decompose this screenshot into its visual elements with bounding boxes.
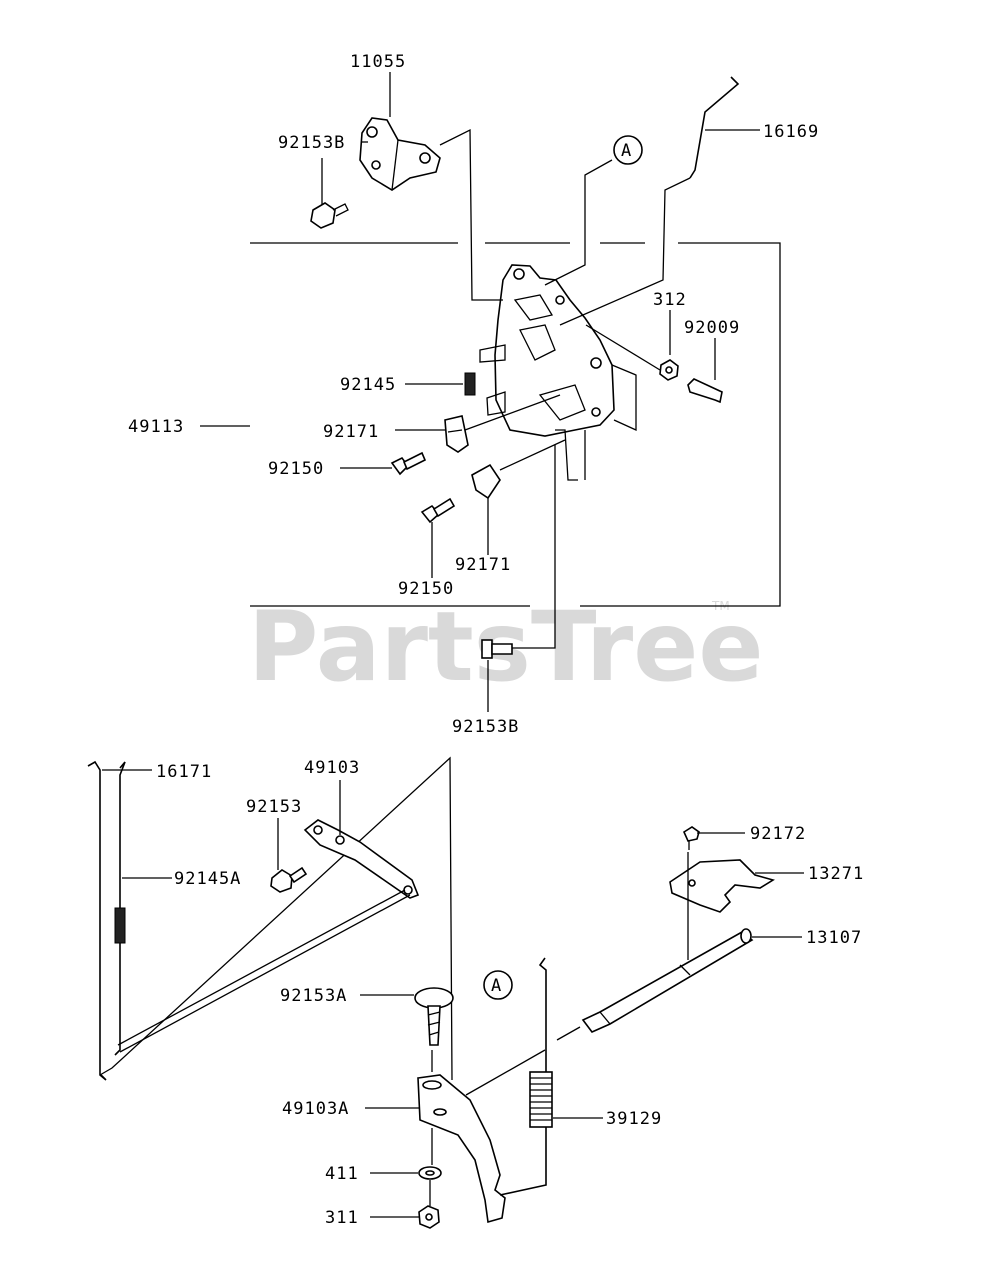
part-92171-clip-b[interactable] bbox=[471, 463, 501, 500]
label-92153A[interactable]: 92153A bbox=[280, 986, 347, 1006]
top-leader-lines bbox=[200, 72, 760, 712]
label-92171-a[interactable]: 92171 bbox=[323, 422, 379, 442]
callout-a-top: A bbox=[613, 135, 643, 165]
callout-a-top-text: A bbox=[621, 141, 632, 161]
label-92009[interactable]: 92009 bbox=[684, 318, 740, 338]
callout-a-bottom-text: A bbox=[491, 976, 502, 996]
part-16169-rod[interactable] bbox=[689, 76, 740, 179]
label-49113[interactable]: 49113 bbox=[128, 417, 184, 437]
label-312[interactable]: 312 bbox=[653, 290, 687, 310]
lever-rod bbox=[499, 957, 547, 1196]
part-92171-clip-a[interactable] bbox=[444, 415, 469, 453]
label-39129[interactable]: 39129 bbox=[606, 1109, 662, 1129]
part-92153B-top-bolt[interactable] bbox=[310, 202, 349, 229]
label-16171[interactable]: 16171 bbox=[156, 762, 212, 782]
part-92145A-spring[interactable] bbox=[114, 761, 126, 1056]
label-92150-b[interactable]: 92150 bbox=[398, 579, 454, 599]
assembly-box-49113 bbox=[250, 242, 781, 607]
part-312-nut[interactable] bbox=[659, 359, 679, 381]
label-92145A[interactable]: 92145A bbox=[174, 869, 241, 889]
part-13271-plate[interactable] bbox=[669, 859, 775, 913]
label-92171-b[interactable]: 92171 bbox=[455, 555, 511, 575]
part-411-washer[interactable] bbox=[418, 1166, 442, 1180]
label-13271[interactable]: 13271 bbox=[808, 864, 864, 884]
part-49103A-lever[interactable] bbox=[417, 1074, 506, 1224]
part-92153A-bolt[interactable] bbox=[414, 987, 454, 1046]
bottom-leader-lines bbox=[102, 769, 804, 1218]
label-49103A[interactable]: 49103A bbox=[282, 1099, 349, 1119]
label-92153[interactable]: 92153 bbox=[246, 797, 302, 817]
part-92009-bolt[interactable] bbox=[687, 378, 723, 404]
label-16169[interactable]: 16169 bbox=[763, 122, 819, 142]
part-13107-shaft[interactable] bbox=[581, 928, 754, 1033]
label-92153B-bottom[interactable]: 92153B bbox=[452, 717, 519, 737]
label-92153B-top[interactable]: 92153B bbox=[278, 133, 345, 153]
part-92172-screw[interactable] bbox=[682, 826, 700, 850]
label-13107[interactable]: 13107 bbox=[806, 928, 862, 948]
label-311[interactable]: 311 bbox=[325, 1208, 359, 1228]
label-411[interactable]: 411 bbox=[325, 1164, 359, 1184]
part-11055-bracket[interactable] bbox=[359, 117, 441, 191]
part-49103-link[interactable] bbox=[117, 819, 420, 1053]
label-92150-a[interactable]: 92150 bbox=[268, 459, 324, 479]
part-39129-spring[interactable] bbox=[529, 1071, 553, 1128]
part-16171-rod[interactable] bbox=[87, 756, 453, 1081]
part-92153-bolt[interactable] bbox=[270, 866, 308, 893]
label-11055[interactable]: 11055 bbox=[350, 52, 406, 72]
part-92150-bolt-a[interactable] bbox=[390, 451, 427, 476]
label-92145[interactable]: 92145 bbox=[340, 375, 396, 395]
callout-a-bottom: A bbox=[483, 970, 513, 1000]
label-92172[interactable]: 92172 bbox=[750, 824, 806, 844]
label-49103[interactable]: 49103 bbox=[304, 758, 360, 778]
control-plate-assembly[interactable] bbox=[479, 264, 637, 481]
part-311-nut[interactable] bbox=[418, 1205, 440, 1229]
part-92153B-bottom-bolt[interactable] bbox=[481, 639, 513, 659]
part-92150-bolt-b[interactable] bbox=[420, 497, 456, 524]
part-92145-spring[interactable] bbox=[464, 372, 476, 396]
part-labels: 11055 92153B 16169 312 92009 92145 49113… bbox=[128, 52, 864, 1228]
